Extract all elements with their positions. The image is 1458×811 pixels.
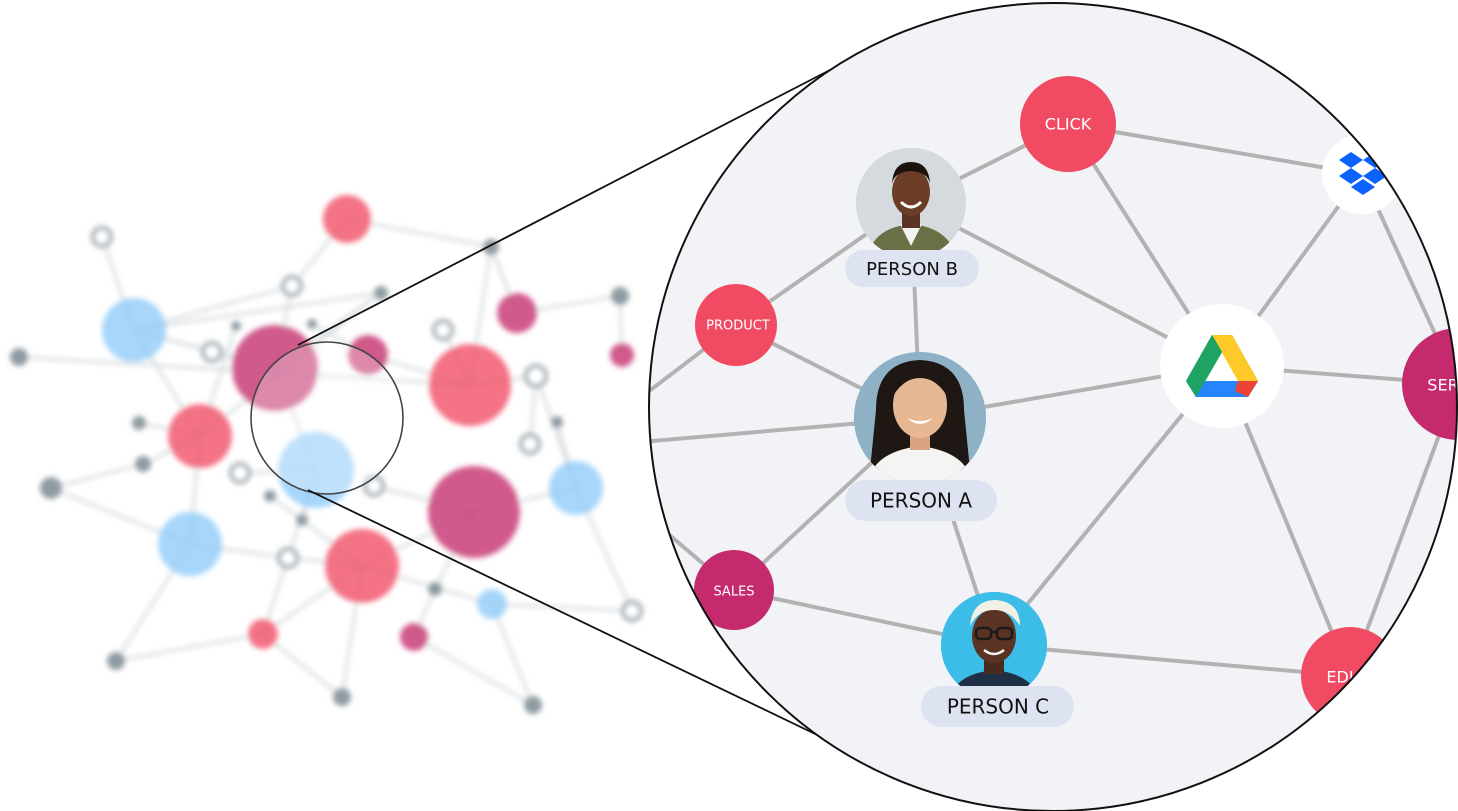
- background-node: [549, 461, 603, 515]
- zoom-connector-bottom: [307, 489, 839, 746]
- node-product-label: PRODUCT: [706, 319, 770, 334]
- graph-edge: [993, 643, 1351, 678]
- background-node: [201, 341, 223, 363]
- background-node: [432, 319, 454, 341]
- zoom-lens-outline: [648, 2, 1458, 811]
- background-edge: [490, 603, 535, 706]
- background-node: [374, 286, 388, 300]
- google-drive-icon: [1186, 335, 1258, 397]
- node-product[interactable]: PRODUCT: [695, 284, 777, 366]
- background-node: [497, 293, 537, 333]
- background-node: [551, 416, 563, 428]
- node-person-c-label: PERSON C: [947, 695, 1049, 719]
- background-node: [229, 462, 251, 484]
- background-node: [232, 325, 318, 411]
- node-sales[interactable]: SALES: [694, 550, 774, 630]
- background-node: [168, 404, 232, 468]
- background-node: [348, 335, 388, 375]
- person-a-avatar: [854, 352, 986, 484]
- background-node: [278, 432, 354, 508]
- background-node: [158, 512, 222, 576]
- node-person-a[interactable]: PERSON A: [845, 352, 997, 521]
- background-node: [325, 529, 399, 603]
- dropbox-icon: [1339, 152, 1387, 195]
- background-node: [10, 348, 28, 366]
- background-node: [524, 696, 542, 714]
- magnifier-circle: [250, 341, 404, 495]
- background-node: [428, 582, 442, 596]
- background-node: [231, 321, 241, 331]
- person-b-avatar: [856, 148, 966, 258]
- background-node: [40, 477, 62, 499]
- background-edge: [115, 632, 264, 663]
- node-person-b-label: PERSON B: [866, 259, 958, 280]
- node-ser[interactable]: SER: [1402, 328, 1458, 440]
- node-ser-label: SER: [1427, 376, 1458, 395]
- background-network: [10, 195, 643, 714]
- node-sales-label: SALES: [713, 585, 754, 600]
- background-edge: [133, 291, 382, 332]
- background-edge: [491, 602, 633, 613]
- background-node: [135, 456, 151, 472]
- background-node: [248, 619, 278, 649]
- node-person-a-label: PERSON A: [870, 489, 972, 513]
- background-node: [102, 298, 166, 362]
- node-edi[interactable]: EDI: [1301, 627, 1399, 725]
- node-click[interactable]: CLICK: [1020, 76, 1116, 172]
- background-node: [132, 416, 146, 430]
- background-edge: [346, 217, 492, 249]
- background-node: [477, 589, 507, 619]
- zoom-connector-top: [297, 69, 831, 346]
- node-google-drive[interactable]: [1160, 304, 1284, 428]
- graph-edge: [1067, 122, 1363, 176]
- background-node: [428, 466, 520, 558]
- background-node: [621, 600, 643, 622]
- background-node: [91, 226, 113, 248]
- node-edi-label: EDI: [1326, 668, 1353, 687]
- background-edge: [262, 632, 343, 699]
- background-node: [400, 623, 428, 651]
- background-node: [429, 344, 511, 426]
- background-node: [333, 688, 351, 706]
- node-person-b[interactable]: PERSON B: [845, 148, 979, 287]
- background-node: [524, 364, 548, 388]
- background-node: [610, 343, 634, 367]
- background-node: [107, 652, 125, 670]
- node-person-c[interactable]: PERSON C: [921, 592, 1074, 727]
- background-node: [307, 319, 317, 329]
- background-edge: [50, 462, 144, 490]
- background-node: [519, 433, 541, 455]
- background-node: [296, 514, 308, 526]
- background-node: [277, 547, 299, 569]
- background-node: [611, 287, 629, 305]
- background-edge: [413, 635, 534, 707]
- node-click-label: CLICK: [1045, 115, 1092, 134]
- background-node: [264, 490, 276, 502]
- background-node: [281, 275, 303, 297]
- zoom-lens: [649, 3, 1457, 811]
- background-node: [323, 195, 371, 243]
- person-c-avatar: [941, 592, 1047, 698]
